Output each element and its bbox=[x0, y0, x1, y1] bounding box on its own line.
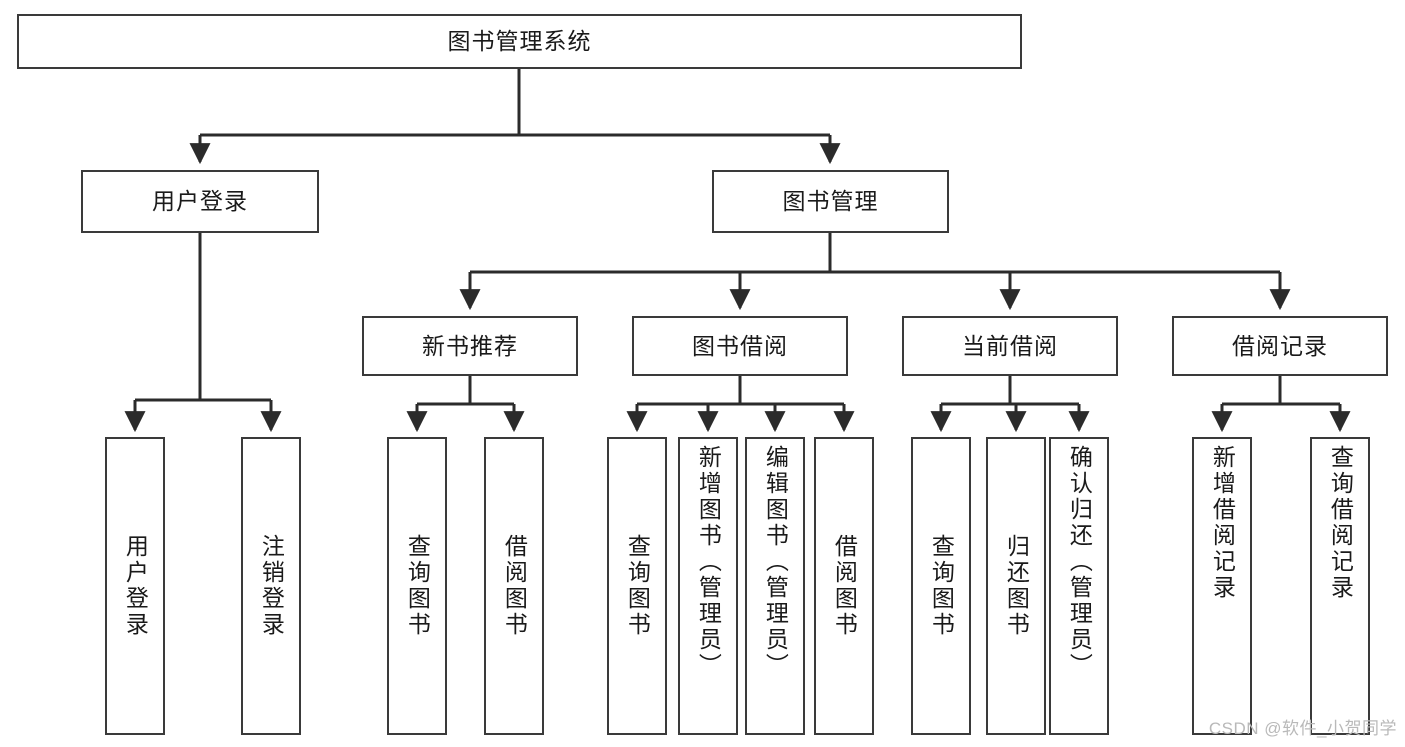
node-level3-4-label: 借阅记录 bbox=[1232, 332, 1328, 359]
node-level3-3-label: 当前借阅 bbox=[962, 332, 1058, 359]
node-leaf-8-label: 借阅图书 bbox=[831, 534, 858, 638]
node-leaf-6[interactable]: 新增图书（管理员） bbox=[678, 437, 738, 735]
node-leaf-10[interactable]: 归还图书 bbox=[986, 437, 1046, 735]
node-leaf-1-label: 用户登录 bbox=[122, 534, 149, 638]
node-level2-1[interactable]: 用户登录 bbox=[81, 170, 319, 233]
node-leaf-5-label: 查询图书 bbox=[624, 534, 651, 638]
node-leaf-7[interactable]: 编辑图书（管理员） bbox=[745, 437, 805, 735]
node-leaf-11-label: 确认归还（管理员） bbox=[1066, 445, 1093, 679]
node-leaf-11[interactable]: 确认归还（管理员） bbox=[1049, 437, 1109, 735]
node-level3-1[interactable]: 新书推荐 bbox=[362, 316, 578, 376]
node-leaf-9[interactable]: 查询图书 bbox=[911, 437, 971, 735]
node-leaf-8[interactable]: 借阅图书 bbox=[814, 437, 874, 735]
node-leaf-1[interactable]: 用户登录 bbox=[105, 437, 165, 735]
node-level3-3[interactable]: 当前借阅 bbox=[902, 316, 1118, 376]
node-leaf-6-label: 新增图书（管理员） bbox=[695, 445, 722, 679]
node-level3-2[interactable]: 图书借阅 bbox=[632, 316, 848, 376]
node-leaf-12[interactable]: 新增借阅记录 bbox=[1192, 437, 1252, 735]
node-leaf-7-label: 编辑图书（管理员） bbox=[762, 445, 789, 679]
node-leaf-13-label: 查询借阅记录 bbox=[1327, 445, 1354, 601]
node-leaf-9-label: 查询图书 bbox=[928, 534, 955, 638]
node-leaf-10-label: 归还图书 bbox=[1003, 534, 1030, 638]
node-level3-1-label: 新书推荐 bbox=[422, 332, 518, 359]
node-leaf-3-label: 查询图书 bbox=[404, 534, 431, 638]
watermark-text: CSDN @软件_小贺同学 bbox=[1208, 719, 1397, 738]
node-leaf-2-label: 注销登录 bbox=[258, 534, 285, 638]
node-leaf-12-label: 新增借阅记录 bbox=[1209, 445, 1236, 601]
node-level3-2-label: 图书借阅 bbox=[692, 332, 788, 359]
node-leaf-2[interactable]: 注销登录 bbox=[241, 437, 301, 735]
node-leaf-4-label: 借阅图书 bbox=[501, 534, 528, 638]
node-level2-2-label: 图书管理 bbox=[782, 188, 879, 215]
node-root[interactable]: 图书管理系统 bbox=[17, 14, 1022, 69]
node-level3-4[interactable]: 借阅记录 bbox=[1172, 316, 1388, 376]
node-leaf-5[interactable]: 查询图书 bbox=[607, 437, 667, 735]
node-leaf-4[interactable]: 借阅图书 bbox=[484, 437, 544, 735]
node-level2-2[interactable]: 图书管理 bbox=[712, 170, 949, 233]
node-level2-1-label: 用户登录 bbox=[152, 188, 248, 215]
node-leaf-13[interactable]: 查询借阅记录 bbox=[1310, 437, 1370, 735]
node-leaf-3[interactable]: 查询图书 bbox=[387, 437, 447, 735]
node-root-label: 图书管理系统 bbox=[447, 28, 592, 55]
